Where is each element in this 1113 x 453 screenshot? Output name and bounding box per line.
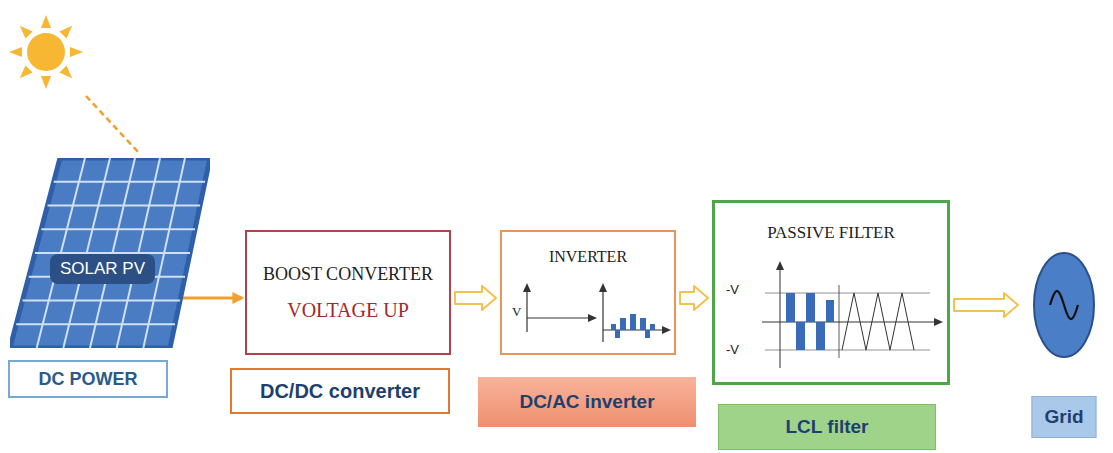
solar-panel: SOLAR PV [10, 158, 210, 348]
node-text: DC/DC converter [260, 380, 420, 403]
caption-box: LCL filter [718, 404, 936, 450]
flow-arrow [183, 297, 242, 300]
caption-box: DC/DC converter [230, 368, 450, 414]
panel-outline [10, 158, 210, 348]
sine-symbol [1050, 291, 1078, 319]
node-text: VOLTAGE UP [287, 299, 409, 322]
panel-frame [10, 158, 210, 348]
caption-box: DC/AC inverter [478, 377, 696, 427]
flow-arrow [954, 293, 1018, 317]
grid-circle [1034, 253, 1094, 357]
node-text: DC POWER [39, 369, 138, 390]
node-text: SOLAR PV [50, 254, 155, 284]
axis-label: -V [726, 282, 739, 297]
sun [9, 15, 83, 89]
node-text: INVERTER [549, 248, 627, 266]
sun-ray [86, 96, 140, 154]
filter-waveform [762, 261, 943, 368]
process-box: INVERTER [500, 230, 676, 355]
panel-cells [16, 158, 205, 348]
process-box: BOOST CONVERTER VOLTAGE UP [245, 230, 451, 355]
axis-label: V [512, 304, 521, 320]
axis-label: -V [726, 342, 739, 357]
flow-arrow [455, 286, 496, 310]
inverter-waveform [523, 283, 671, 342]
node-text: LCL filter [785, 416, 868, 438]
node-text: PASSIVE FILTER [767, 223, 895, 243]
caption-box: DC POWER [8, 360, 168, 398]
grid-symbol: Grid [1022, 250, 1106, 444]
node-text: DC/AC inverter [519, 391, 654, 413]
node-text: BOOST CONVERTER [263, 264, 433, 285]
node-text: Grid [1031, 396, 1096, 438]
process-box: PASSIVE FILTER [712, 200, 950, 385]
flow-arrow [680, 286, 708, 310]
grid-outline [1022, 250, 1106, 362]
